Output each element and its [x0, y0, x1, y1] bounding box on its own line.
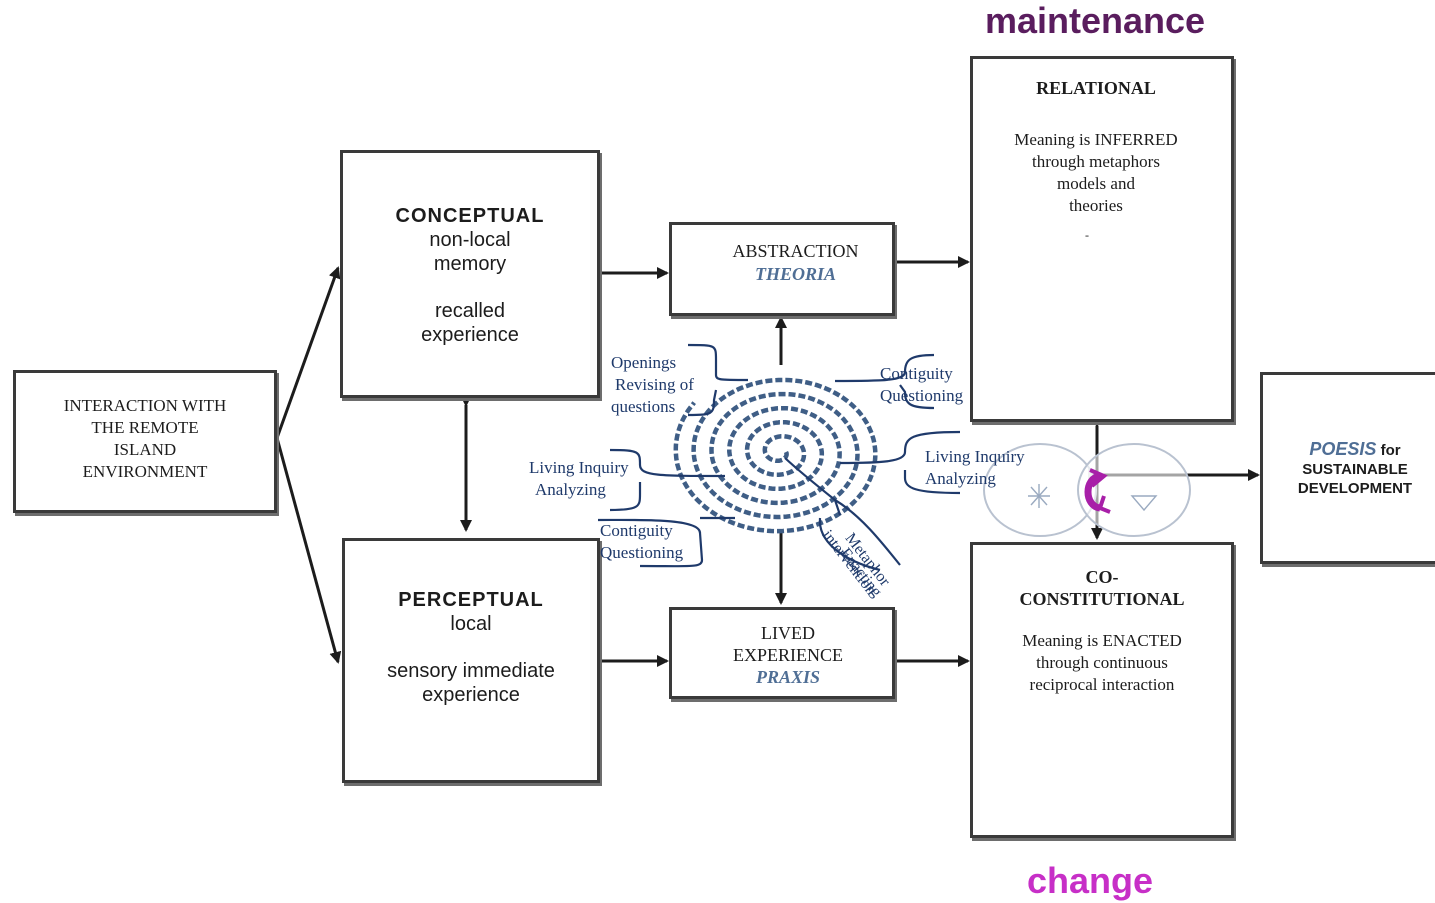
coconstitutional-title-1: CO-: [1085, 567, 1119, 587]
perceptual-line-3: experience: [422, 684, 520, 706]
relational-line-3: models and: [1057, 174, 1135, 193]
perceptual-label: PERCEPTUAL local sensory immediate exper…: [342, 588, 600, 707]
perceptual-title: PERCEPTUAL: [398, 589, 544, 611]
abstraction-box: [669, 222, 895, 316]
relational-line-2: through metaphors: [1032, 152, 1160, 171]
label-questioning-left: Questioning: [600, 543, 684, 562]
conceptual-line-2: memory: [433, 253, 507, 275]
label-contiguity-left: Contiguity: [600, 521, 673, 540]
label-revising: Revising of: [615, 375, 694, 394]
poesis-for: for: [1380, 442, 1401, 459]
abstraction-label: ABSTRACTION THEORIA: [669, 240, 922, 286]
coconstitutional-description: Meaning is ENACTED through continuous re…: [970, 630, 1234, 696]
coconstitutional-line-1: Meaning is ENACTED: [1022, 631, 1182, 650]
interaction-box: [13, 370, 277, 513]
label-analyzing-right: Analyzing: [925, 469, 996, 488]
coconstitutional-line-3: reciprocal interaction: [1029, 675, 1175, 694]
lived-line-2: EXPERIENCE: [733, 645, 843, 665]
conceptual-line-3: recalled: [434, 300, 506, 322]
heading-maintenance: maintenance: [984, 0, 1206, 41]
poesis-line-1: POESIS for: [1260, 440, 1435, 460]
abstraction-latin: THEORIA: [754, 264, 837, 284]
conceptual-box: [340, 150, 600, 398]
interaction-line-4: ENVIRONMENT: [82, 462, 208, 481]
coconstitutional-box: [970, 542, 1234, 838]
conceptual-label: CONCEPTUAL non-local memory recalled exp…: [340, 204, 600, 347]
interaction-label: INTERACTION WITH THE REMOTE ISLAND ENVIR…: [13, 395, 277, 483]
arrow-to-perceptual: [275, 437, 342, 664]
label-living-right: Living Inquiry: [925, 447, 1025, 466]
relational-description: Meaning is INFERRED through metaphors mo…: [970, 129, 1222, 217]
coconstitutional-title-2: CONSTITUTIONAL: [1019, 589, 1185, 609]
interaction-line-3: ISLAND: [113, 440, 177, 459]
label-living-left: Living Inquiry: [529, 458, 629, 477]
perceptual-box: [342, 538, 600, 783]
arrow-to-conceptual: [275, 266, 341, 439]
lived-box: [669, 607, 895, 699]
label-questioning-right: Questioning: [880, 386, 964, 405]
abstraction-title: ABSTRACTION: [732, 241, 859, 261]
perceptual-line-1: local: [450, 613, 492, 635]
coconstitutional-title: CO- CONSTITUTIONAL: [970, 566, 1234, 610]
coconstitutional-line-2: through continuous: [1036, 653, 1168, 672]
conceptual-line-1: non-local: [429, 229, 511, 251]
lived-line-1: LIVED: [761, 623, 815, 643]
poesis-line-2: SUSTAINABLE: [1302, 461, 1408, 478]
poesis-line-3: DEVELOPMENT: [1297, 480, 1413, 497]
poesis-label: POESIS for SUSTAINABLE DEVELOPMENT: [1260, 440, 1435, 498]
label-questions: questions: [611, 397, 676, 416]
venn-diagram: [983, 443, 1191, 537]
lived-label: LIVED EXPERIENCE PRAXIS: [669, 622, 907, 688]
lived-latin: PRAXIS: [755, 667, 821, 687]
relational-title: RELATIONAL: [1036, 78, 1156, 98]
relational-line-1: Meaning is INFERRED: [1014, 130, 1178, 149]
interaction-line-2: THE REMOTE: [91, 418, 199, 437]
label-contiguity-right: Contiguity: [880, 364, 953, 383]
inquiry-spiral: [673, 377, 878, 534]
relational-line-4: theories: [1069, 196, 1123, 215]
label-openings: Openings: [611, 353, 677, 372]
interaction-line-1: INTERACTION WITH: [63, 396, 227, 415]
relational-box: [970, 56, 1234, 422]
poesis-latin: POESIS: [1309, 439, 1377, 459]
spiral-brackets: [597, 343, 961, 572]
conceptual-title: CONCEPTUAL: [395, 205, 545, 227]
perceptual-line-2: sensory immediate: [387, 660, 555, 682]
relational-dot: -: [1085, 228, 1089, 242]
label-analyzing-left: Analyzing: [535, 480, 606, 499]
heading-change: change: [1026, 860, 1154, 901]
poesis-box: [1260, 372, 1435, 564]
conceptual-line-4: experience: [421, 324, 519, 346]
